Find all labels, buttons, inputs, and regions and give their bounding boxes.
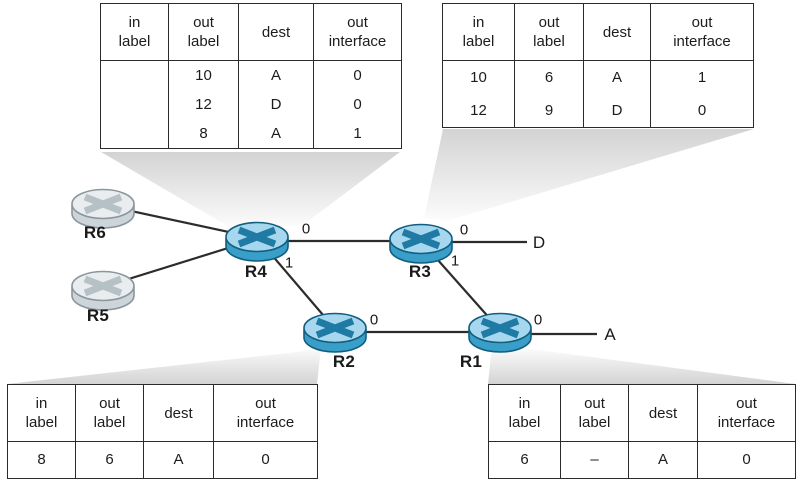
cell	[100, 119, 169, 149]
col-header-out-interface: out interface	[213, 384, 318, 442]
cell	[100, 60, 169, 90]
table-row: 6 – A 0	[488, 441, 796, 479]
table-row: 8 6 A 0	[7, 441, 318, 479]
cell: 0	[697, 441, 796, 479]
cell: 1	[313, 119, 402, 149]
router-icon	[71, 188, 135, 229]
router-label-r6: R6	[83, 223, 107, 242]
router-r3	[386, 220, 456, 268]
cell: 9	[514, 94, 584, 128]
cell: A	[238, 119, 314, 149]
cell: A	[238, 60, 314, 90]
col-header-out-label: out label	[168, 3, 239, 61]
forwarding-table-r3: in label out label dest out interface 10…	[442, 3, 754, 128]
cell: 10	[168, 60, 239, 90]
callout-wedge-r2	[7, 347, 321, 384]
table-row: 10 6 A 1	[442, 60, 754, 94]
cell: 8	[168, 119, 239, 149]
router-label-r4: R4	[244, 262, 268, 281]
router-r2	[300, 309, 370, 357]
callout-wedge-r3	[424, 129, 754, 221]
router-label-r2: R2	[332, 352, 356, 371]
col-header-in-label: in label	[7, 384, 76, 442]
cell: 1	[650, 60, 754, 94]
cell: D	[238, 90, 314, 119]
cell: –	[560, 441, 629, 479]
interface-label-r4-0: 0	[301, 220, 311, 238]
col-header-out-interface: out interface	[313, 3, 402, 61]
forwarding-table-r4: in label out label dest out interface 10…	[100, 3, 402, 149]
table-row: 12 D 0	[100, 90, 402, 119]
interface-label-r3-1: 1	[450, 252, 460, 270]
col-header-in-label: in label	[488, 384, 561, 442]
cell: A	[583, 60, 651, 94]
router-r5	[68, 267, 138, 315]
col-header-in-label: in label	[100, 3, 169, 61]
table-row: 8 A 1	[100, 119, 402, 149]
router-r1	[465, 309, 535, 357]
router-label-r1: R1	[459, 352, 483, 371]
cell: 0	[213, 441, 318, 479]
interface-label-r3-0: 0	[459, 221, 469, 239]
col-header-out-label: out label	[560, 384, 629, 442]
cell: 6	[75, 441, 144, 479]
cell: 0	[313, 90, 402, 119]
col-header-dest: dest	[583, 3, 651, 61]
cell: 12	[442, 94, 515, 128]
cell: 0	[650, 94, 754, 128]
cell: A	[143, 441, 214, 479]
cell: 6	[514, 60, 584, 94]
col-header-out-interface: out interface	[650, 3, 754, 61]
router-label-r3: R3	[408, 262, 432, 281]
dest-label-d: D	[532, 233, 546, 252]
col-header-out-label: out label	[75, 384, 144, 442]
col-header-dest: dest	[238, 3, 314, 61]
cell: 0	[313, 60, 402, 90]
router-icon	[468, 312, 532, 353]
router-r4	[222, 218, 292, 266]
router-icon	[225, 221, 289, 262]
interface-label-r2-0: 0	[369, 311, 379, 329]
col-header-dest: dest	[143, 384, 214, 442]
cell: 8	[7, 441, 76, 479]
cell	[100, 90, 169, 119]
interface-label-r4-1: 1	[284, 254, 294, 272]
forwarding-table-r2: in label out label dest out interface 8 …	[7, 384, 318, 479]
col-header-in-label: in label	[442, 3, 515, 61]
interface-label-r1-0: 0	[533, 311, 543, 329]
callout-wedge-r1	[488, 348, 796, 384]
router-label-r5: R5	[86, 306, 110, 325]
table-row: 10 A 0	[100, 60, 402, 90]
cell: 6	[488, 441, 561, 479]
callout-wedge-r4	[101, 152, 400, 228]
router-r6	[68, 185, 138, 233]
cell: D	[583, 94, 651, 128]
cell: 12	[168, 90, 239, 119]
col-header-out-interface: out interface	[697, 384, 796, 442]
cell: A	[628, 441, 698, 479]
dest-label-a: A	[604, 325, 616, 344]
router-icon	[71, 270, 135, 311]
cell: 10	[442, 60, 515, 94]
table-row: 12 9 D 0	[442, 94, 754, 128]
forwarding-table-r1: in label out label dest out interface 6 …	[488, 384, 796, 479]
router-icon	[303, 312, 367, 353]
col-header-out-label: out label	[514, 3, 584, 61]
router-icon	[389, 223, 453, 264]
col-header-dest: dest	[628, 384, 698, 442]
